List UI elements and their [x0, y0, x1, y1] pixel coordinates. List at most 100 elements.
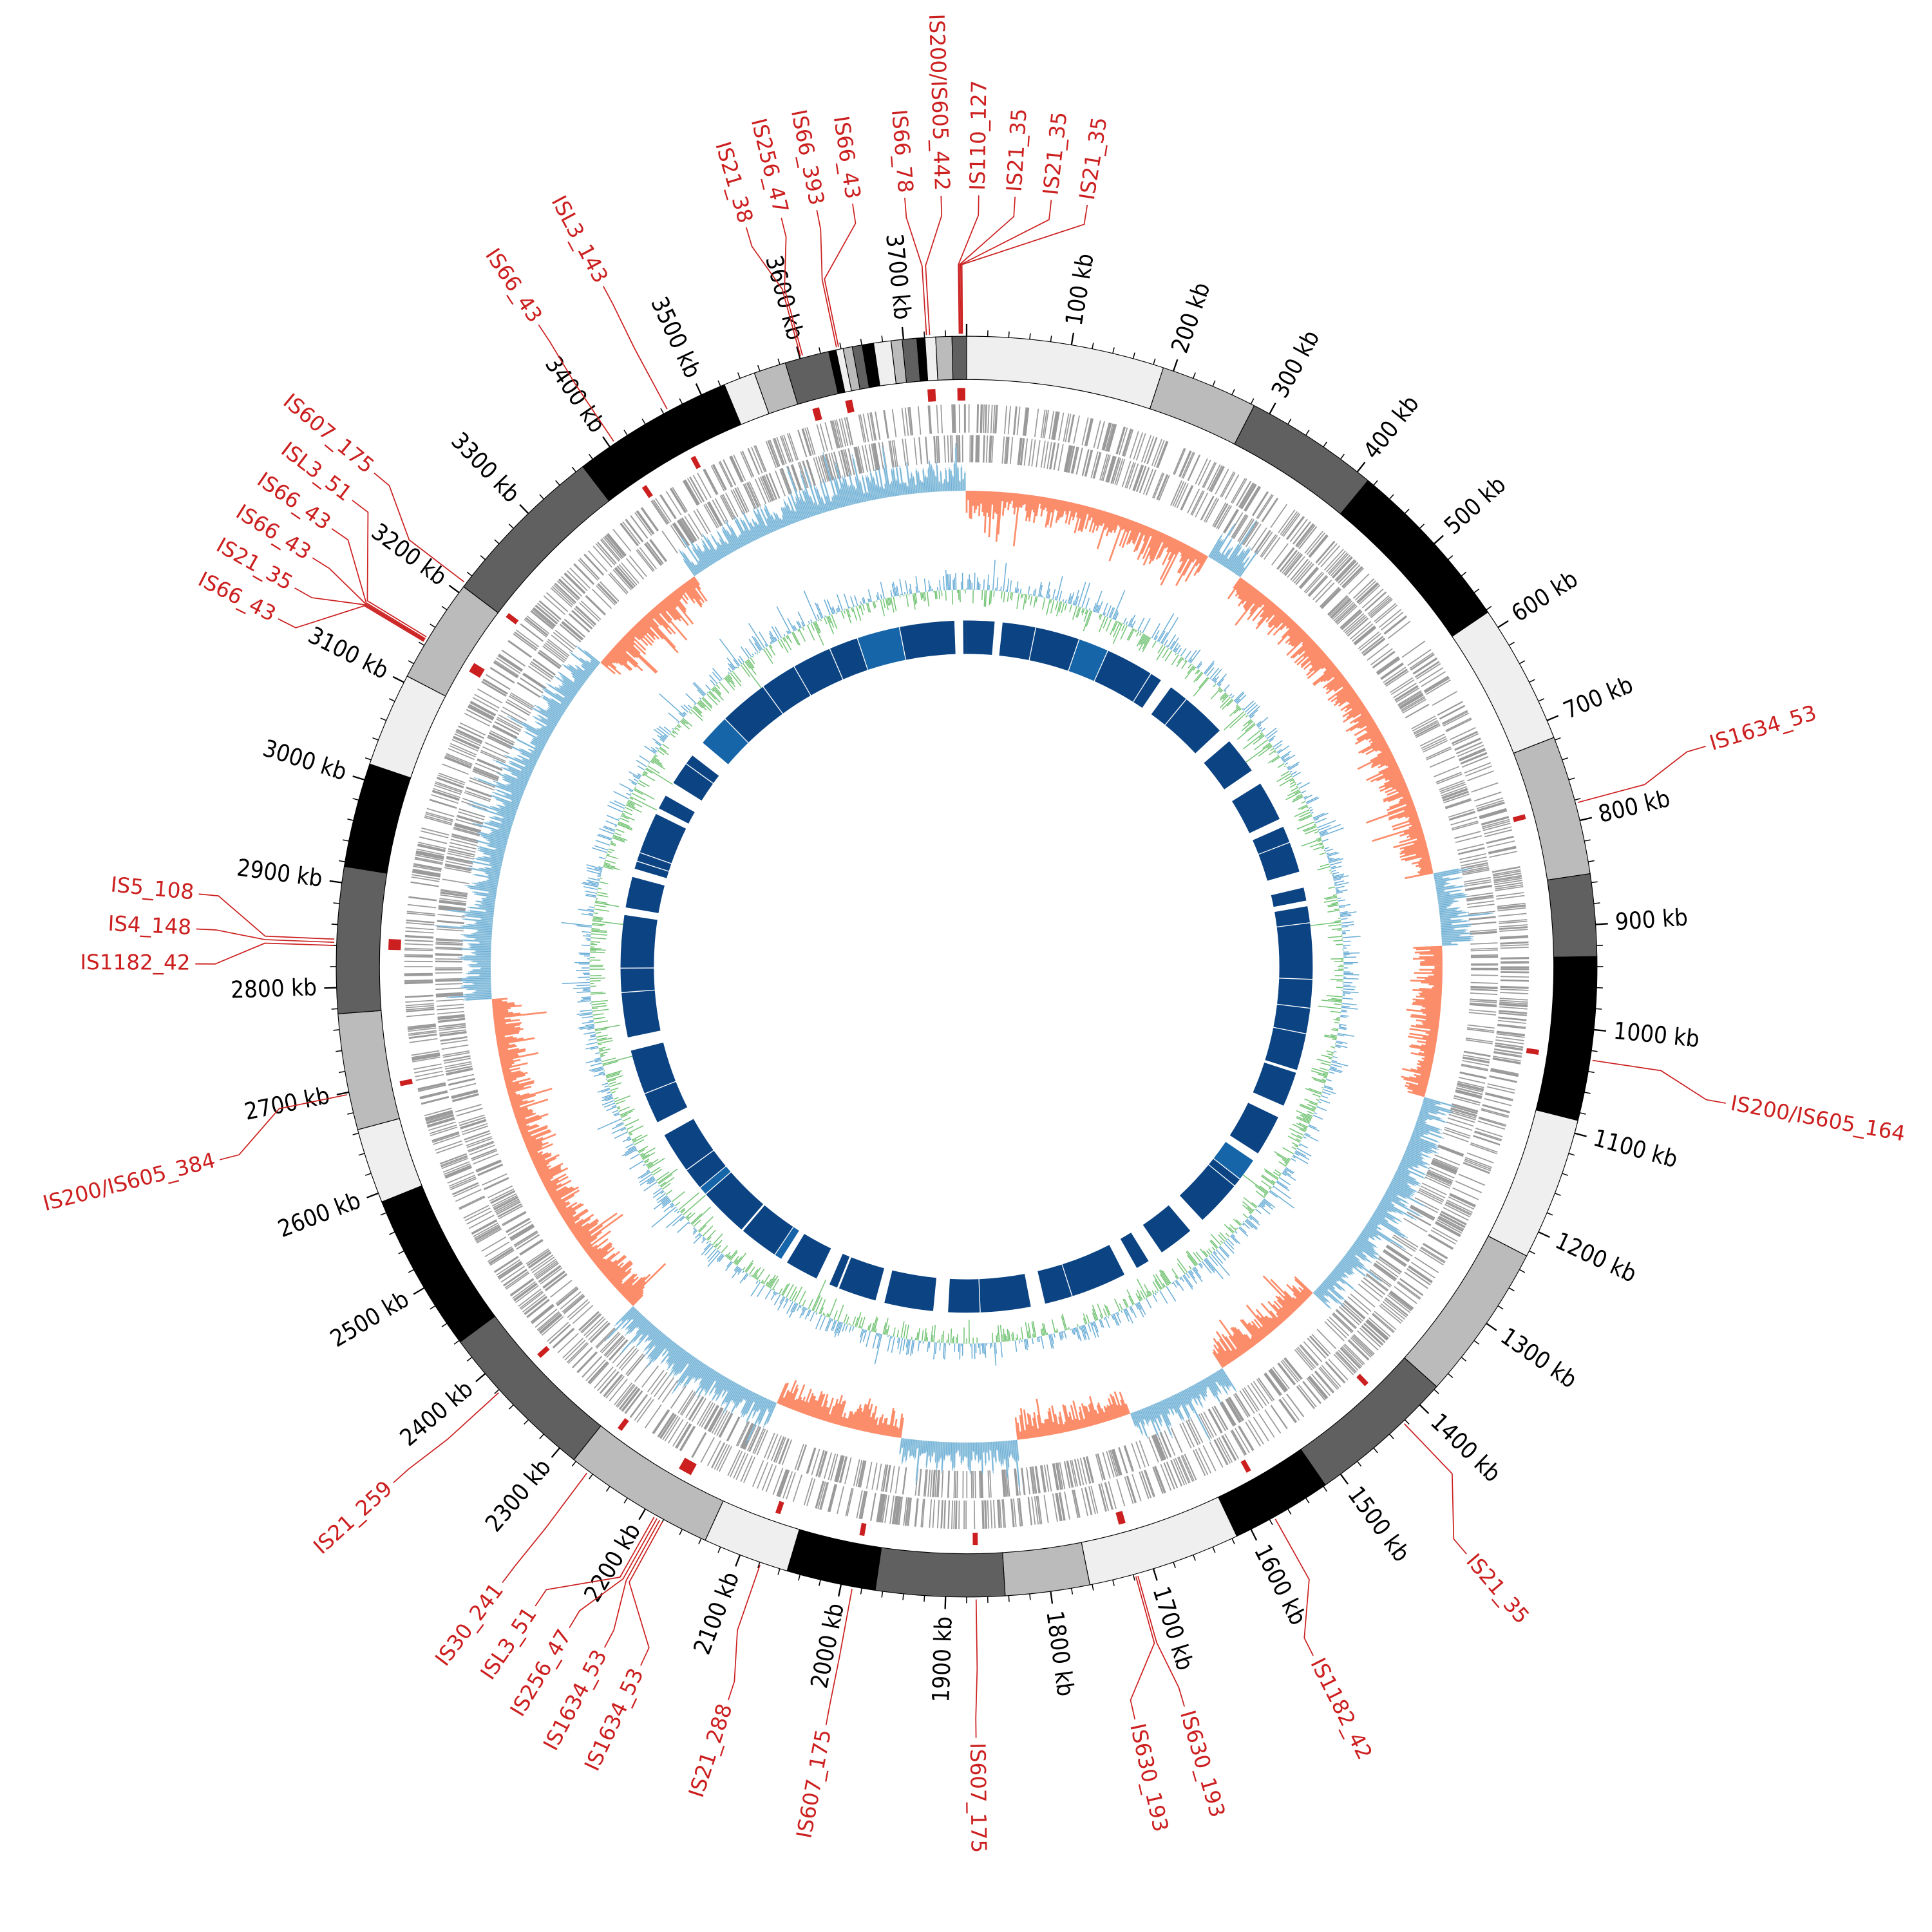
minor-tick — [757, 365, 761, 372]
is-element-label: IS5_108 — [109, 872, 195, 904]
minor-tick — [1546, 1212, 1553, 1216]
is-element-label: IS66_43 — [829, 115, 866, 201]
minor-tick — [1584, 839, 1591, 842]
major-tick — [796, 346, 801, 359]
minor-tick — [365, 1173, 372, 1176]
is-leader-line — [904, 198, 927, 336]
inner-block — [1068, 639, 1108, 681]
minor-tick — [1574, 798, 1581, 801]
minor-tick — [555, 480, 560, 486]
major-tick — [1050, 1591, 1054, 1604]
tick-label: 600 kb — [1506, 565, 1582, 627]
inner-block — [706, 1172, 764, 1230]
major-tick — [519, 504, 529, 515]
is-marker — [1526, 1048, 1539, 1055]
minor-tick — [1305, 1497, 1310, 1504]
minor-tick — [623, 1497, 628, 1504]
tick-label: 2600 kb — [274, 1186, 365, 1243]
major-tick — [602, 436, 611, 448]
is-leader-line — [1403, 1423, 1467, 1555]
is-leader-line — [959, 196, 1016, 334]
is-marker — [1356, 1374, 1369, 1387]
contig-band — [786, 1529, 882, 1591]
inner-block — [1179, 1164, 1235, 1220]
inner-block — [687, 1150, 726, 1188]
is-element-label: IS21_35 — [1075, 115, 1112, 202]
minor-tick — [1591, 1050, 1598, 1052]
tick-label: 1100 kb — [1591, 1124, 1681, 1173]
gc-content-track — [561, 560, 1361, 1366]
is-leader-line — [538, 325, 614, 442]
inner-block — [1213, 1142, 1254, 1179]
is-element-label: IS1634_53 — [1707, 701, 1819, 755]
major-tick — [1486, 1323, 1497, 1331]
inner-block — [664, 1119, 714, 1170]
major-tick — [336, 1091, 349, 1095]
is-element-label: IS1182_42 — [1305, 1654, 1377, 1763]
is-leader-line — [824, 204, 857, 347]
minor-tick — [388, 1231, 395, 1235]
minor-tick — [605, 1486, 611, 1492]
inner-block — [963, 620, 967, 654]
inner-block — [1133, 674, 1161, 708]
minor-tick — [1562, 757, 1569, 761]
contig-band — [459, 1316, 601, 1461]
minor-tick — [1173, 1562, 1176, 1569]
inner-block — [884, 1270, 936, 1311]
inner-block — [1271, 887, 1307, 907]
skew-positive-line — [434, 443, 1494, 1491]
minor-tick — [333, 902, 340, 904]
gene-ticks — [404, 404, 1530, 1530]
tick-label: 3200 kb — [366, 518, 452, 591]
minor-tick — [1287, 419, 1292, 425]
is-leader-line — [975, 1599, 978, 1738]
major-tick — [413, 1287, 425, 1295]
minor-tick — [1269, 1519, 1273, 1526]
contig-band — [369, 676, 446, 779]
inner-block — [1258, 842, 1300, 881]
minor-tick — [660, 408, 665, 414]
minor-tick — [1389, 494, 1394, 500]
major-tick — [1356, 461, 1366, 473]
minor-tick — [1562, 1173, 1569, 1176]
minor-tick — [380, 1212, 387, 1216]
minor-tick — [352, 1132, 359, 1135]
major-tick — [1497, 620, 1509, 629]
contig-band — [1002, 1542, 1091, 1596]
minor-tick — [1580, 1112, 1586, 1115]
tick-label: 2800 kb — [231, 973, 317, 1003]
is-element-label: IS21_35 — [1461, 1549, 1534, 1628]
major-tick — [1152, 1568, 1158, 1581]
minor-tick — [679, 398, 683, 404]
inner-block — [1165, 699, 1220, 753]
minor-tick — [408, 1269, 414, 1273]
is-marker-track — [388, 388, 1539, 1546]
tick-label: 3500 kb — [645, 292, 706, 382]
inner-block — [634, 861, 669, 878]
major-tick — [1593, 1028, 1607, 1032]
is-leader-line — [278, 605, 424, 642]
is-element-label: ISL3_143 — [547, 191, 613, 287]
minor-tick — [419, 641, 425, 646]
inner-block — [725, 687, 782, 743]
minor-tick — [372, 737, 379, 741]
minor-tick — [1132, 352, 1135, 359]
minor-tick — [1389, 1434, 1394, 1439]
is-element-label: IS66_43 — [480, 244, 547, 327]
contig-band — [1403, 1235, 1528, 1388]
minor-tick — [923, 1595, 925, 1602]
minor-tick — [1323, 1486, 1328, 1492]
is-leader-line — [294, 587, 425, 641]
minor-tick — [430, 623, 436, 628]
minor-tick — [388, 698, 395, 702]
inner-block — [1142, 1205, 1191, 1253]
is-marker — [775, 1501, 784, 1515]
contig-band-ring — [336, 336, 1598, 1598]
minor-tick — [1519, 660, 1526, 665]
major-tick — [638, 1508, 647, 1520]
is-element-label: IS21_259 — [308, 1476, 397, 1559]
is-leader-line — [603, 286, 668, 410]
major-tick — [1250, 1529, 1258, 1541]
is-marker — [859, 1522, 867, 1537]
